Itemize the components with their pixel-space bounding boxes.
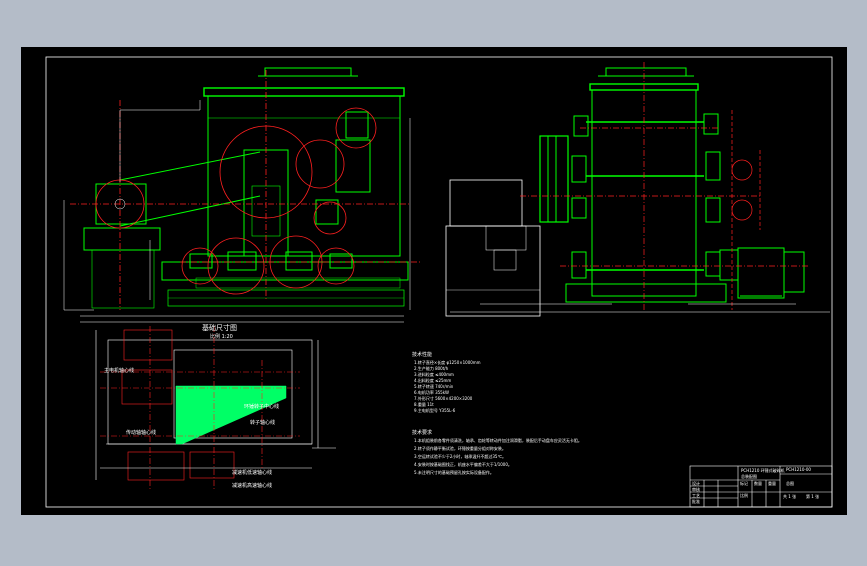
- foundation-plan-scale: 比例 1:20: [210, 334, 233, 340]
- title-block-cell: 审核: [692, 487, 700, 492]
- title-block-cell: 标记: [740, 481, 748, 486]
- tech-requirement-item: 4.安装时按基础图找正，机座水平偏差不大于1/1000。: [414, 462, 512, 467]
- title-block-cell: 第 1 张: [806, 494, 820, 499]
- tech-requirements-heading: 技术要求: [412, 430, 433, 436]
- title-block-cell: 共 1 张: [783, 494, 797, 499]
- foundation-crusher-section: [175, 385, 287, 445]
- title-block-cell: 重量: [768, 481, 776, 486]
- title-block-drawing-number: PCH1210-00: [786, 467, 811, 472]
- title-block-cell: 数量: [754, 481, 762, 486]
- foundation-plan-view: [95, 329, 336, 481]
- label-reducer-high-speed-axis: 减速机高速轴心线: [232, 483, 273, 489]
- tech-param-row: 3.进料粒度 ≤400mm: [414, 372, 454, 377]
- tech-param-row: 5.转子转速 740r/min: [414, 384, 454, 389]
- tech-param-row: 2.生产能力 800t/h: [414, 366, 449, 371]
- title-block-cell: 设计: [692, 481, 700, 486]
- title-block-cell: 批准: [692, 499, 700, 504]
- foundation-plan-title: 基础尺寸图: [202, 324, 237, 332]
- tech-param-row: 4.出料粒度 ≤25mm: [414, 378, 452, 383]
- tech-params-heading: 技术性能: [412, 352, 433, 358]
- title-block-cell: 比例: [740, 493, 748, 498]
- tech-param-row: 7.外形尺寸 5600×4200×3200: [414, 396, 473, 401]
- tech-param-row: 6.电机功率 355kW: [414, 390, 449, 395]
- tech-requirement-item: 3.空运转试验不少于2小时，轴承温升不超过35℃。: [414, 454, 506, 459]
- label-drive-shaft-axis: 传动轴轴心线: [126, 430, 157, 436]
- tech-requirement-item: 5.未注明尺寸的基础预留孔按实际设备配作。: [414, 470, 494, 475]
- title-block: [689, 465, 833, 508]
- side-view-centerlines: [520, 62, 810, 312]
- drawing-sheet: [21, 47, 847, 515]
- foundation-plan-centerlines: [100, 326, 300, 490]
- tech-requirement-item: 1.本机组装前各零件须清洗，轴承、齿轮等转动件加注润滑脂，装配后手动盘车应灵活无…: [414, 438, 582, 443]
- sheet-border: [45, 56, 833, 508]
- label-main-motor-axis: 主电机轴心线: [104, 368, 135, 374]
- label-rotor-center: 环锤转子中心线: [244, 404, 280, 410]
- label-reducer-low-speed-axis: 减速机低速轴心线: [232, 470, 273, 476]
- title-block-cell: 工艺: [692, 493, 700, 498]
- tech-param-row: 1.转子直径×长度 φ1250×1000mm: [414, 360, 481, 365]
- side-view-motor: [445, 179, 541, 317]
- front-elevation-circles: [70, 70, 420, 310]
- tech-requirement-item: 2.转子须作静平衡试验，环锤按重量分组对称安装。: [414, 446, 506, 451]
- front-view-dimensions: [63, 100, 411, 323]
- label-rotor-axis: 转子轴心线: [250, 420, 276, 426]
- tech-param-row: 9.主电机型号 Y355L-6: [414, 408, 456, 413]
- side-view-dimensions: [450, 303, 830, 313]
- title-block-sheet-label: 总图: [786, 481, 794, 486]
- tech-param-row: 8.重量 11t: [414, 402, 434, 407]
- title-block-drawing-title: 总装配图: [741, 474, 757, 479]
- title-block-product: PCH1210 环锤式破碎机: [741, 468, 785, 473]
